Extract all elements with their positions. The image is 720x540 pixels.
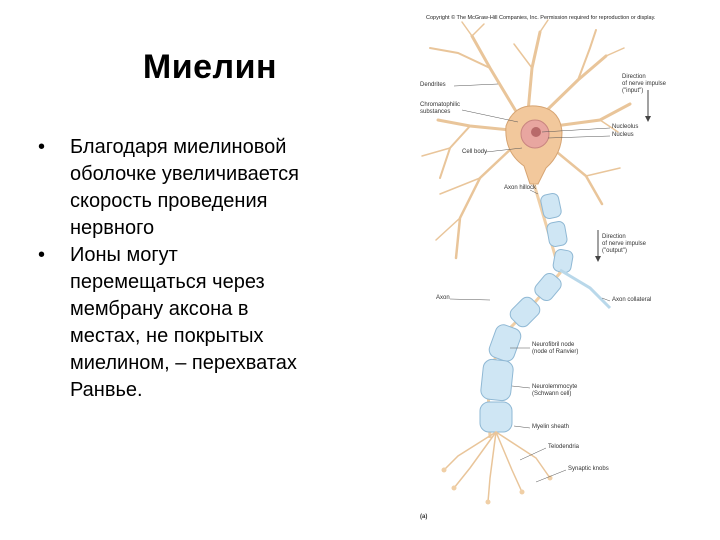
bullet-line: скорость проведения (70, 190, 268, 212)
bullet-marker: • (38, 244, 46, 266)
bullet-line: мембрану аксона в (70, 298, 249, 320)
label-chromatophilic: Chromatophilic substances (420, 102, 461, 115)
label-direction-output: Direction of nerve impulse ("output") (602, 234, 647, 254)
neuron-figure: Copyright © The McGraw-Hill Companies, I… (410, 8, 672, 526)
bullet-line: оболочке увеличивается (70, 163, 299, 185)
label-neurofibril-node: Neurofibril node (node of Ranvier) (532, 342, 579, 355)
bullet-line: Ионы могут (70, 244, 178, 266)
slide-title: Миелин (142, 48, 278, 86)
label-axon: Axon (436, 295, 450, 301)
bullet-marker: • (38, 136, 46, 158)
bullet-line: нервного (70, 217, 155, 239)
dendrites-drawing (421, 19, 632, 260)
label-nucleus: Nucleus (612, 132, 634, 138)
label-synaptic-knobs: Synaptic knobs (568, 466, 609, 472)
label-telodendria: Telodendria (548, 444, 580, 450)
label-leaders (449, 83, 611, 483)
label-nucleolus: Nucleolus (612, 124, 639, 130)
telodendria-drawing (443, 431, 551, 503)
panel-label: (a) (420, 514, 428, 520)
label-dendrites: Dendrites (420, 82, 446, 88)
bullet-line: перемещаться через (70, 271, 265, 293)
synaptic-knobs-drawing (441, 467, 553, 505)
nucleolus-drawing (531, 127, 541, 137)
myelin-sheath-drawing (479, 193, 574, 433)
bullet-item: • Ионы могут перемещаться через мембрану… (34, 242, 364, 404)
label-direction-input: Direction of nerve impulse ("input") (622, 74, 667, 94)
copyright-notice: Copyright © The McGraw-Hill Companies, I… (426, 15, 656, 21)
bullet-line: миелином, – перехватах (70, 352, 297, 374)
label-myelin-sheath: Myelin sheath (532, 424, 570, 430)
axon-collateral-drawing (559, 268, 612, 310)
bullet-line: Ранвье. (70, 379, 143, 401)
label-axon-hillock: Axon hillock (504, 185, 537, 191)
neuron-illustration (421, 19, 651, 505)
label-neurolemmocyte: Neurolemmocyte (Schwann cell) (532, 384, 578, 397)
bullet-item: • Благодаря миелиновой оболочке увеличив… (34, 134, 364, 242)
label-axon-collateral: Axon collateral (612, 297, 652, 303)
label-cell-body: Cell body (462, 149, 488, 155)
bullet-list: • Благодаря миелиновой оболочке увеличив… (34, 134, 364, 404)
bullet-line: местах, не покрытых (70, 325, 264, 347)
bullet-line: Благодаря миелиновой (70, 136, 287, 158)
